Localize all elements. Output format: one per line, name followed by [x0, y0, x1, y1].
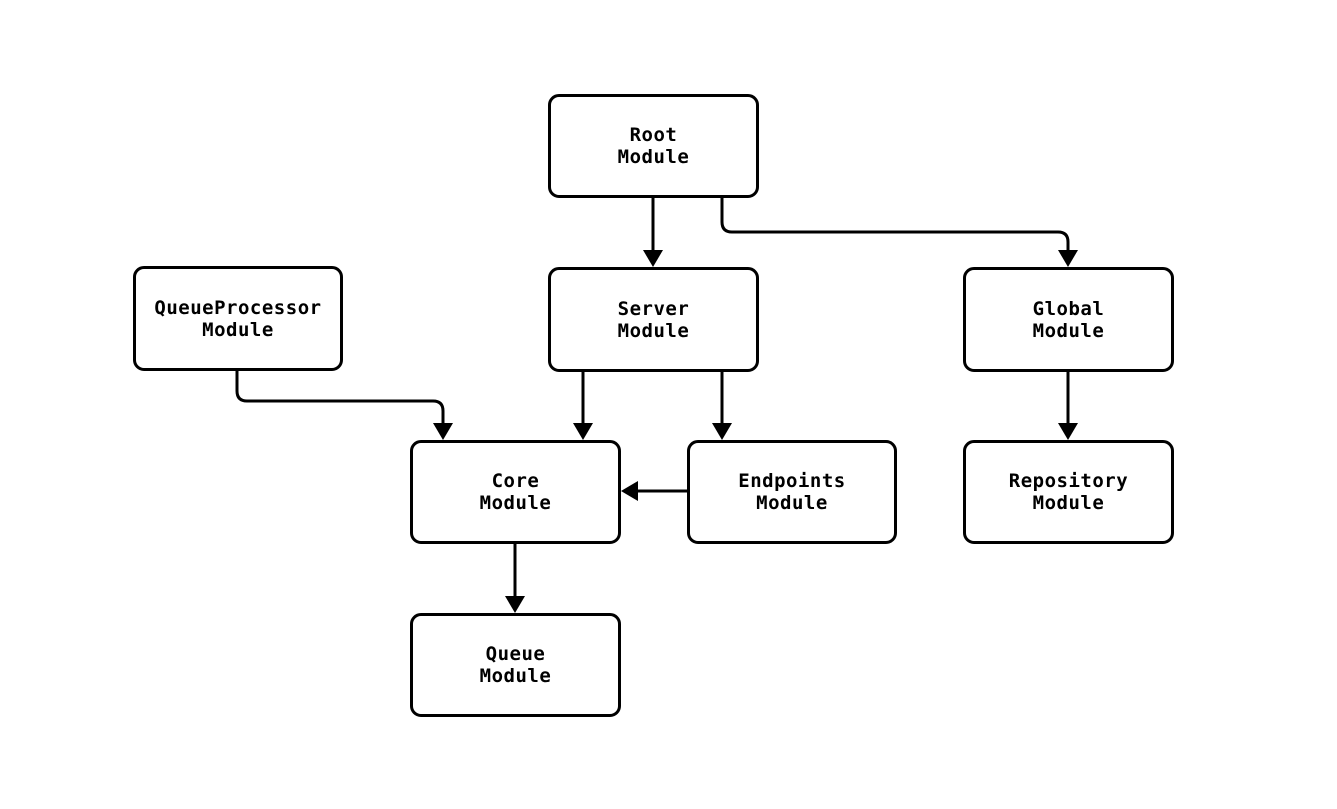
node-endpoints-module[interactable]: Endpoints Module: [687, 440, 897, 544]
node-root-module[interactable]: Root Module: [548, 94, 759, 198]
edge-root-to-global: [720, 198, 1078, 267]
edge-root-to-server: [643, 198, 663, 267]
edge-endpoints-to-core: [621, 481, 687, 501]
node-queue-module-label: Queue Module: [479, 643, 552, 687]
edge-server-to-endpoints-arrowhead: [712, 423, 732, 440]
node-repository-module[interactable]: Repository Module: [963, 440, 1174, 544]
node-core-module-label: Core Module: [479, 470, 552, 514]
node-queueprocessor-module[interactable]: QueueProcessor Module: [133, 266, 343, 371]
edge-root-to-server-arrowhead: [643, 250, 663, 267]
node-repository-module-label: Repository Module: [1008, 470, 1129, 514]
edge-root-to-global-arrowhead: [1058, 250, 1078, 267]
edge-server-to-core: [573, 372, 593, 440]
edge-server-to-core-arrowhead: [573, 423, 593, 440]
node-global-module[interactable]: Global Module: [963, 267, 1174, 372]
node-server-module-label: Server Module: [617, 297, 690, 342]
edge-queueprocessor-to-core: [235, 371, 453, 440]
edge-core-to-queue-arrowhead: [505, 596, 525, 613]
edge-core-to-queue: [505, 544, 525, 613]
node-queue-module[interactable]: Queue Module: [410, 613, 621, 717]
edge-queueprocessor-to-core-arrowhead: [433, 423, 453, 440]
edge-global-to-repository: [1058, 372, 1078, 440]
edge-server-to-endpoints: [712, 372, 732, 440]
edge-global-to-repository-arrowhead: [1058, 423, 1078, 440]
node-root-module-label: Root Module: [617, 124, 690, 168]
node-core-module[interactable]: Core Module: [410, 440, 621, 544]
node-server-module[interactable]: Server Module: [548, 267, 759, 372]
edge-endpoints-to-core-arrowhead: [621, 481, 638, 501]
node-global-module-label: Global Module: [1032, 297, 1105, 342]
node-endpoints-module-label: Endpoints Module: [738, 470, 846, 514]
node-queueprocessor-module-label: QueueProcessor Module: [154, 296, 322, 341]
